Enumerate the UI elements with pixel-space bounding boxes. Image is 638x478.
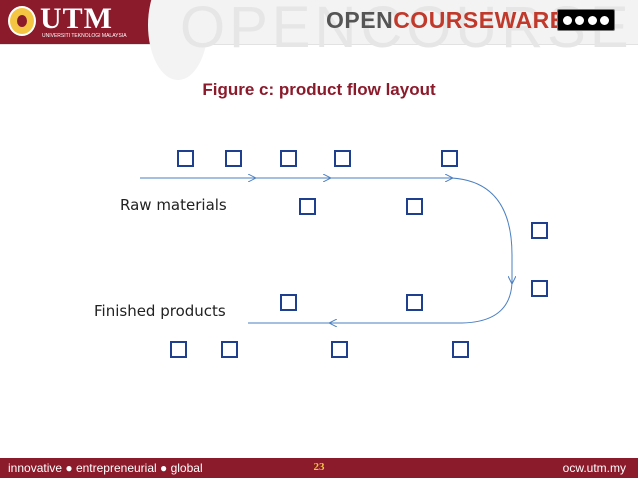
utm-crest-icon	[8, 6, 36, 36]
utm-logo-text: UTM	[40, 2, 113, 35]
ocw-courseware-text: COURSEWARE	[393, 7, 566, 33]
nc-icon	[586, 14, 598, 26]
workstation-box	[280, 294, 297, 311]
cc-icon	[561, 14, 573, 26]
raw-materials-label: Raw materials	[120, 196, 227, 214]
sa-icon	[599, 14, 611, 26]
page-number: 23	[313, 461, 325, 473]
workstation-box	[170, 341, 187, 358]
utm-logo-subtitle: UNIVERSITI TEKNOLOGI MALAYSIA	[42, 33, 127, 39]
workstation-box	[334, 150, 351, 167]
ocw-open-text: OPEN	[326, 7, 394, 33]
by-icon	[574, 14, 586, 26]
creative-commons-license-badge[interactable]	[557, 9, 615, 31]
header-bar: UTM UNIVERSITI TEKNOLOGI MALAYSIA OPENCO…	[0, 0, 638, 80]
footer-site-link[interactable]: ocw.utm.my	[562, 461, 626, 475]
workstation-box	[441, 150, 458, 167]
figure-title: Figure c: product flow layout	[202, 80, 436, 99]
workstation-box	[331, 341, 348, 358]
flow-arrow-curve-back	[461, 282, 513, 324]
workstation-box	[221, 341, 238, 358]
footer-tagline: innovative ● entrepreneurial ● global	[8, 461, 203, 475]
workstation-box	[531, 280, 548, 297]
workstation-box	[225, 150, 242, 167]
workstation-box	[452, 341, 469, 358]
workstation-box	[406, 294, 423, 311]
footer-bar: innovative ● entrepreneurial ● global 23…	[0, 458, 638, 478]
workstation-box	[280, 150, 297, 167]
flow-arrow-curve-down	[451, 177, 512, 283]
workstation-box	[406, 198, 423, 215]
opencourse-watermark: OPENCOURSE	[180, 0, 633, 60]
opencourseware-logo: OPENCOURSEWARE	[326, 7, 566, 34]
workstation-box	[531, 222, 548, 239]
workstation-box	[177, 150, 194, 167]
finished-products-label: Finished products	[94, 302, 226, 320]
workstation-box	[299, 198, 316, 215]
